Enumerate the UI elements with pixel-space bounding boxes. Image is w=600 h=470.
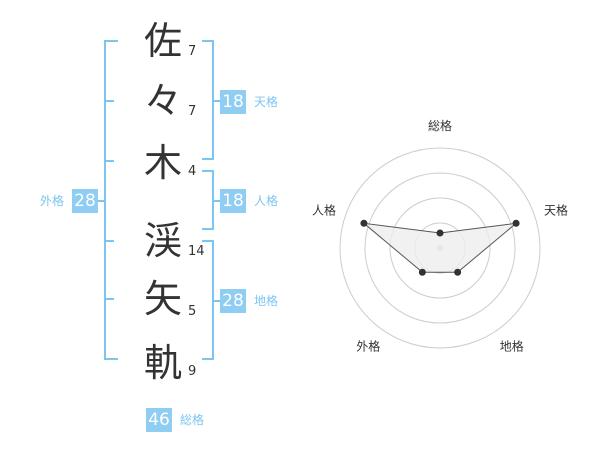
radar-point-3: [454, 268, 462, 276]
gaikaku-label: 外格: [40, 194, 65, 208]
stroke-count-5: 5: [188, 304, 197, 319]
radar-point-4: [418, 268, 426, 276]
name-char-5: 矢: [143, 277, 182, 321]
radar-axis-label-2: 天格: [544, 202, 568, 217]
gaikaku-badge: 28: [72, 189, 98, 213]
bracket-tick: [104, 100, 114, 102]
name-char-6: 軌: [143, 341, 182, 385]
radar-axis-label-3: 地格: [500, 339, 524, 354]
radar-axis-label-4: 外格: [356, 339, 380, 354]
stroke-count-6: 9: [188, 364, 197, 379]
tenkaku-badge: 18: [220, 90, 246, 114]
radar-point-2: [512, 219, 520, 227]
jinkaku-badge: 18: [220, 189, 246, 213]
bracket-connector: [98, 200, 106, 202]
name-char-1: 佐: [143, 19, 182, 63]
bracket-tick: [104, 298, 114, 300]
chikaku-label: 地格: [254, 294, 279, 308]
bracket-tick: [104, 240, 114, 242]
radar-series-area: [362, 222, 518, 273]
name-char-2: 々: [143, 79, 182, 123]
jinkaku-label: 人格: [254, 194, 279, 208]
bracket-connector: [212, 300, 222, 302]
stroke-count-3: 4: [188, 164, 197, 179]
radar-axis-label-1: 総格: [428, 118, 452, 133]
name-char-3: 木: [143, 141, 182, 185]
radar-point-1: [436, 229, 444, 237]
soukaku-label: 総格: [180, 413, 205, 427]
radar-grid-ring: [389, 197, 491, 299]
bracket-connector: [212, 200, 222, 202]
stroke-count-2: 7: [188, 104, 197, 119]
soukaku-badge: 46: [146, 408, 172, 432]
stroke-count-1: 7: [188, 44, 197, 59]
chikaku-badge: 28: [220, 289, 246, 313]
tenkaku-label: 天格: [254, 95, 279, 109]
bracket-tick: [104, 160, 114, 162]
radar-grid-ring: [364, 172, 516, 324]
stroke-count-4: 14: [188, 244, 205, 259]
radar-grid-ring: [339, 147, 541, 349]
radar-axis-label-5: 人格: [312, 202, 336, 217]
name-char-4: 渓: [143, 219, 182, 263]
radar-point-5: [360, 219, 368, 227]
bracket-connector: [212, 100, 222, 102]
